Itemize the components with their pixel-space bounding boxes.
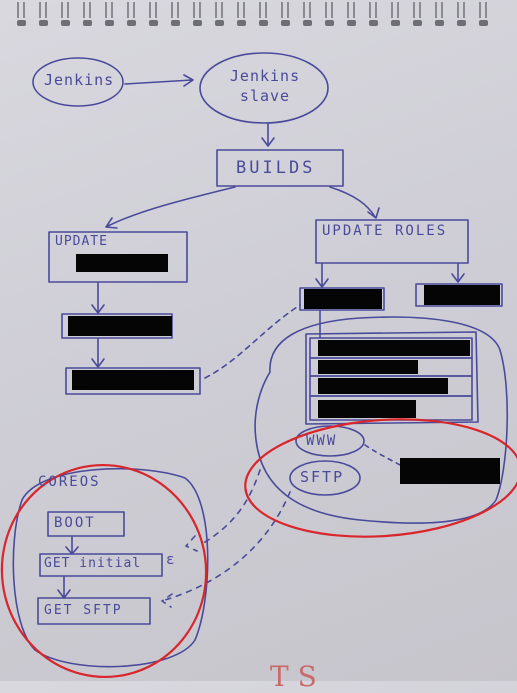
arrow-roles-to-r2	[451, 263, 465, 283]
arrow-boot-to-get-initial	[65, 536, 79, 555]
red-highlight-coreos	[0, 463, 208, 679]
arrow-slave-to-builds	[261, 123, 275, 147]
arrow-builds-to-update	[105, 186, 236, 229]
arrow-jenkins-to-slave	[124, 74, 194, 87]
node-jenkins-slave-shape	[199, 52, 329, 124]
dashed-link-right-cluster	[204, 304, 301, 379]
redaction-bar	[304, 289, 382, 309]
node-www-shape	[295, 425, 365, 457]
stack-outer-outline	[305, 331, 479, 425]
redaction-bar	[318, 378, 448, 394]
node-jenkins-shape	[32, 57, 124, 107]
dashed-sftp-to-coreos	[185, 469, 261, 552]
redaction-bar	[68, 316, 172, 336]
redaction-bar	[318, 360, 418, 374]
dashed-sftp-to-get-sftp	[161, 491, 291, 608]
right-cluster-outline	[254, 316, 509, 524]
node-update-roles-shape	[315, 219, 469, 264]
dashed-www-to-right	[364, 444, 401, 466]
node-get-sftp-label: GET SFTP	[44, 603, 123, 618]
arrow-get-initial-to-get-sftp	[57, 576, 71, 599]
node-get-initial-label: GET initial	[44, 556, 142, 571]
spiral-binding	[17, 2, 487, 18]
node-redacted-r1-shape	[299, 287, 385, 311]
node-redacted-l3-shape	[65, 367, 201, 395]
footer-brand-text: T S	[270, 660, 317, 693]
node-coreos-label: COREOS	[38, 474, 101, 490]
node-update-shape	[48, 231, 188, 283]
node-builds-shape	[216, 149, 344, 187]
redaction-bar	[76, 254, 168, 272]
redaction-bar	[72, 370, 194, 390]
redaction-bar	[318, 400, 416, 418]
arrow-update-to-box2	[91, 282, 105, 314]
node-www-label: WWW	[306, 433, 338, 449]
arrow-box2-to-box3	[91, 338, 105, 368]
node-builds-label: BUILDS	[236, 158, 316, 178]
node-sftp-label: SFTP	[300, 468, 345, 486]
node-boot-label: BOOT	[54, 515, 96, 531]
arrow-roles-to-r1	[315, 263, 329, 288]
node-redacted-r2-shape	[415, 283, 503, 307]
arrow-builds-to-update-roles	[329, 186, 380, 219]
redaction-bar	[424, 285, 500, 305]
node-jenkins-slave-label: Jenkins slave	[229, 67, 301, 105]
node-boot-shape	[47, 511, 125, 537]
binding-holes	[17, 20, 488, 26]
node-sftp-shape	[289, 460, 361, 496]
node-update-roles-label: UPDATE ROLES	[322, 223, 448, 239]
node-get-initial-shape	[39, 553, 163, 577]
node-get-sftp-shape	[37, 597, 151, 625]
redaction-bar	[318, 340, 470, 356]
node-update-label: UPDATE	[55, 234, 108, 249]
node-redacted-l2-shape	[61, 313, 173, 339]
redaction-bar	[400, 458, 500, 484]
get-initial-side-mark: ε	[166, 552, 176, 568]
red-highlight-sftp	[244, 418, 517, 538]
node-jenkins-label: Jenkins	[44, 71, 115, 89]
